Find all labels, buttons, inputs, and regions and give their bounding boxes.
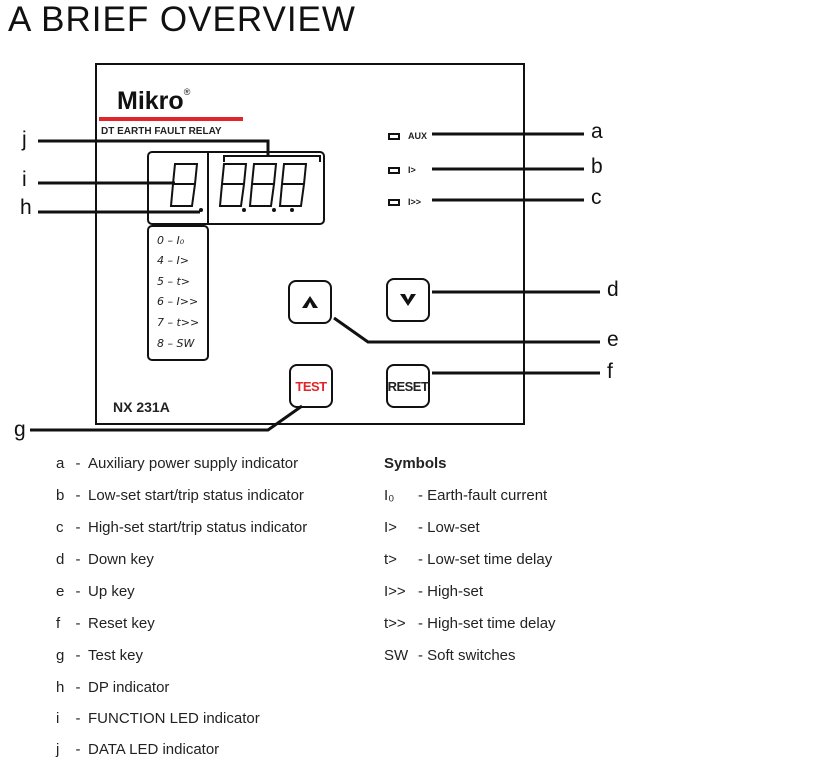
callout-h: h [20, 196, 32, 219]
test-key-label: TEST [295, 378, 327, 394]
symbol-item: I₀- Earth-fault current [384, 487, 548, 504]
registered-mark: ® [183, 87, 191, 97]
brand-logo: Mikro® [117, 87, 190, 116]
legend-item: h-DP indicator [56, 679, 170, 696]
function-item: 6 – I>> [157, 295, 199, 308]
function-item: 0 – I₀ [157, 234, 185, 247]
page-title: A BRIEF OVERVIEW [8, 0, 356, 39]
callout-b: b [591, 155, 603, 178]
legend-item: g-Test key [56, 647, 144, 664]
symbol-item: SW- Soft switches [384, 647, 516, 664]
symbols-heading: Symbols [384, 455, 447, 472]
aux-led-icon [388, 133, 400, 140]
symbol-item: t>- Low-set time delay [384, 551, 553, 568]
function-item: 5 – t> [157, 275, 191, 288]
legend-item: j-DATA LED indicator [56, 741, 220, 758]
callout-f: f [607, 360, 613, 383]
relay-front-panel: Mikro® DT EARTH FAULT RELAY NX 231A AUX … [95, 63, 525, 425]
brand-underline [99, 117, 243, 121]
callout-g: g [14, 418, 26, 441]
function-item: 4 – I> [157, 254, 189, 267]
legend-item: e-Up key [56, 583, 135, 600]
legend-item: c-High-set start/trip status indicator [56, 519, 308, 536]
up-key[interactable] [288, 280, 332, 324]
down-arrow-icon [400, 294, 416, 306]
legend-item: a-Auxiliary power supply indicator [56, 455, 299, 472]
reset-key-label: RESET [387, 378, 429, 394]
legend-item: i-FUNCTION LED indicator [56, 710, 260, 727]
legend-item: d-Down key [56, 551, 154, 568]
high-set-label: I>> [408, 197, 422, 207]
test-key[interactable]: TEST [289, 364, 333, 408]
legend-item: f-Reset key [56, 615, 155, 632]
symbol-item: t>>- High-set time delay [384, 615, 556, 632]
callout-j: j [22, 128, 27, 151]
callout-d: d [607, 278, 619, 301]
symbol-item: I>>- High-set [384, 583, 484, 600]
high-set-led-icon [388, 199, 400, 206]
function-item: 7 – t>> [157, 316, 200, 329]
model-number: NX 231A [113, 399, 170, 415]
down-key[interactable] [386, 278, 430, 322]
low-set-led-icon [388, 167, 400, 174]
up-arrow-icon [302, 296, 318, 308]
function-item: 8 – SW [157, 337, 195, 350]
brand-name: Mikro [117, 87, 184, 115]
legend-item: b-Low-set start/trip status indicator [56, 487, 304, 504]
callout-a: a [591, 120, 603, 143]
callout-i: i [22, 168, 27, 191]
low-set-label: I> [408, 165, 416, 175]
symbol-item: I>- Low-set [384, 519, 480, 536]
callout-e: e [607, 328, 619, 351]
product-name: DT EARTH FAULT RELAY [101, 126, 222, 137]
callout-c: c [591, 186, 602, 209]
reset-key[interactable]: RESET [386, 364, 430, 408]
aux-label: AUX [408, 131, 428, 141]
